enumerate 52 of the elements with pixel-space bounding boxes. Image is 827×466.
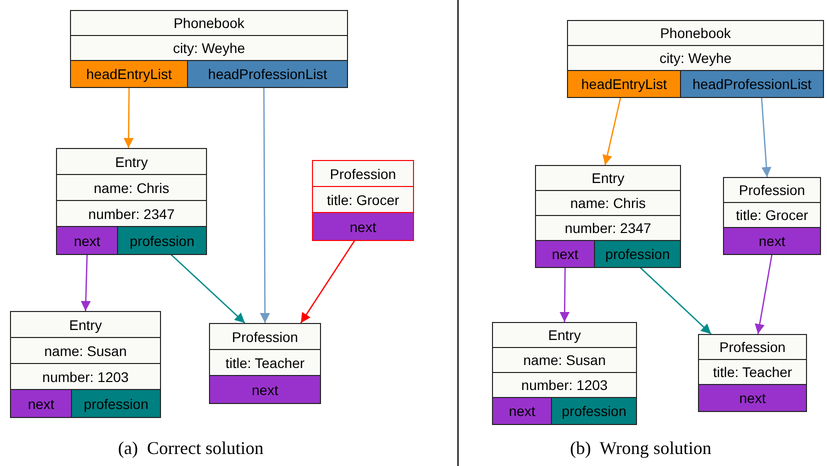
pointer-field: next bbox=[313, 213, 413, 240]
caption: (b) Wrong solution bbox=[570, 438, 712, 459]
record-field: Profession bbox=[724, 178, 820, 203]
record-box bbox=[723, 177, 821, 255]
pointer-field: headEntryList bbox=[568, 71, 680, 97]
pointer-field: profession bbox=[594, 241, 680, 267]
record-field: Entry bbox=[493, 323, 636, 348]
arrow bbox=[754, 254, 773, 334]
record-field: Profession bbox=[699, 335, 806, 360]
record-field: Entry bbox=[57, 149, 206, 175]
pointer-field: next bbox=[536, 241, 594, 267]
record-field: Entry bbox=[11, 312, 160, 338]
record-field: name: Susan bbox=[11, 338, 160, 364]
arrow bbox=[124, 87, 134, 148]
record-field: Phonebook bbox=[568, 21, 823, 46]
record-box bbox=[70, 10, 348, 88]
record-box bbox=[698, 334, 807, 412]
record-field: name: Chris bbox=[57, 175, 206, 201]
caption: (a) Correct solution bbox=[118, 438, 264, 459]
record-field: Entry bbox=[536, 166, 680, 191]
arrow bbox=[260, 87, 270, 323]
record-field: Profession bbox=[313, 161, 413, 187]
pointer-field: next bbox=[699, 385, 806, 411]
pointer-field: next bbox=[57, 227, 118, 254]
pointer-field: headEntryList bbox=[71, 61, 188, 87]
record-box bbox=[567, 20, 824, 98]
record-box bbox=[312, 160, 414, 241]
pointer-field: profession bbox=[71, 390, 160, 417]
record-field: name: Chris bbox=[536, 191, 680, 216]
pointer-field: profession bbox=[117, 227, 206, 254]
record-box bbox=[492, 322, 637, 425]
record-field: Phonebook bbox=[71, 11, 347, 36]
record-box bbox=[56, 148, 207, 255]
arrow bbox=[760, 96, 772, 178]
arrow bbox=[300, 240, 356, 324]
arrow bbox=[170, 254, 246, 324]
arrow bbox=[560, 267, 570, 322]
record-field: name: Susan bbox=[493, 348, 636, 373]
record-box bbox=[10, 311, 161, 418]
record-box bbox=[209, 323, 321, 404]
pointer-field: next bbox=[11, 390, 72, 417]
pointer-field: profession bbox=[551, 398, 636, 424]
pointer-field: next bbox=[210, 376, 320, 403]
pointer-field: headProfessionList bbox=[187, 61, 347, 87]
pointer-field: next bbox=[493, 398, 552, 424]
pointer-field: next bbox=[724, 228, 820, 254]
arrow bbox=[639, 266, 712, 334]
arrow bbox=[80, 254, 91, 312]
record-field: Profession bbox=[210, 324, 320, 350]
arrow bbox=[602, 96, 622, 166]
pointer-field: headProfessionList bbox=[680, 71, 823, 97]
record-box bbox=[535, 165, 681, 268]
